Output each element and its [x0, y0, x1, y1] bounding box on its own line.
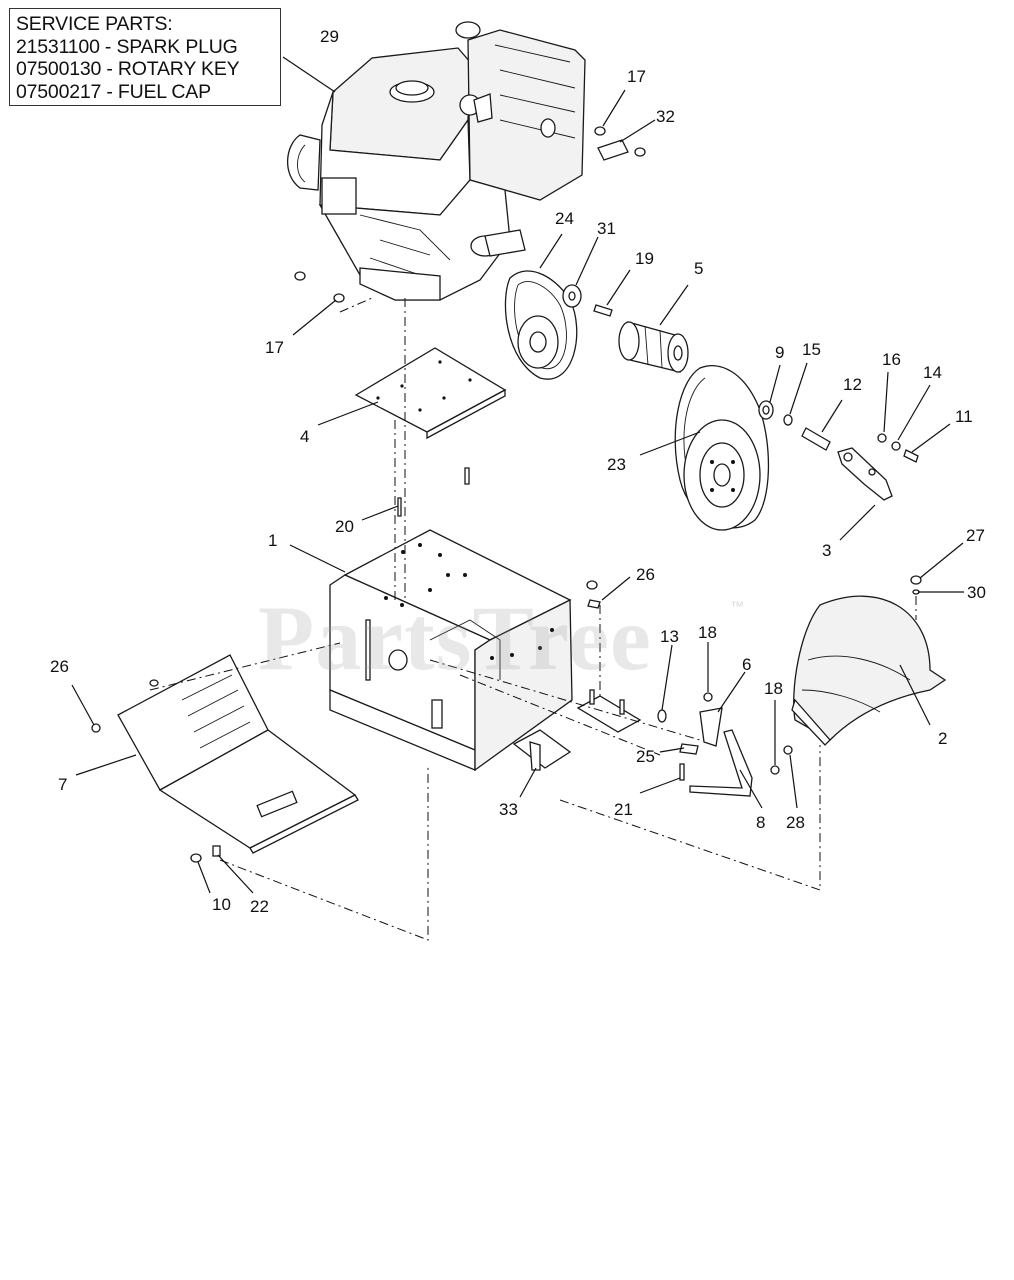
- callout-25: 25: [636, 747, 655, 766]
- callout-6: 6: [742, 655, 751, 674]
- callout-11: 11: [955, 407, 973, 426]
- service-parts-heading: SERVICE PARTS:: [16, 13, 173, 35]
- callout-12: 12: [843, 375, 862, 394]
- spring-part-25[interactable]: [679, 743, 699, 755]
- spring-part-13[interactable]: [657, 709, 667, 723]
- callout-13: 13: [660, 627, 679, 646]
- callout-numbers: 29 17 32 24 31 19 5 17 9 15 16 14 4 12 1…: [50, 27, 986, 916]
- washer-part-15[interactable]: [783, 414, 793, 426]
- callout-24: 24: [555, 209, 574, 228]
- bolt-part-20[interactable]: [397, 467, 470, 517]
- callout-33: 33: [499, 800, 518, 819]
- bracket-part-32[interactable]: [597, 139, 646, 161]
- callout-17-upper: 17: [627, 67, 646, 86]
- idler-bracket-part-3[interactable]: [837, 447, 893, 501]
- belt-part-24[interactable]: [504, 270, 578, 380]
- service-parts-box: SERVICE PARTS: 21531100 - SPARK PLUG 075…: [9, 8, 281, 106]
- bracket-part-33[interactable]: [512, 729, 572, 771]
- nut-part-10[interactable]: [190, 853, 202, 863]
- callout-29: 29: [320, 27, 339, 46]
- screw-part-26-lower[interactable]: [91, 679, 159, 733]
- callout-4: 4: [300, 427, 309, 446]
- callout-19: 19: [635, 249, 654, 268]
- bolt-part-21[interactable]: [679, 763, 685, 781]
- bracket-part-8[interactable]: [689, 729, 753, 797]
- lever-part-6[interactable]: [699, 707, 723, 747]
- nut-part-18-lower[interactable]: [770, 765, 780, 775]
- bolt-part-28[interactable]: [783, 745, 793, 755]
- bearing-part-9[interactable]: [758, 400, 774, 420]
- callout-30: 30: [967, 583, 986, 602]
- screw-part-27[interactable]: [910, 575, 922, 585]
- callout-32: 32: [656, 107, 675, 126]
- callout-3: 3: [822, 541, 831, 560]
- callout-23: 23: [607, 455, 626, 474]
- callout-26-lower: 26: [50, 657, 69, 676]
- service-part-fuel-cap: 07500217 - FUEL CAP: [16, 80, 211, 103]
- callout-20: 20: [335, 517, 354, 536]
- frame-part-1[interactable]: [329, 529, 573, 772]
- callout-8: 8: [756, 813, 765, 832]
- callout-27: 27: [966, 526, 985, 545]
- callout-7: 7: [58, 775, 67, 794]
- callout-5: 5: [694, 259, 703, 278]
- callout-9: 9: [775, 343, 784, 362]
- key-part-19[interactable]: [593, 304, 613, 317]
- bolt-part-11[interactable]: [903, 449, 919, 463]
- callout-14: 14: [923, 363, 942, 382]
- callout-16: 16: [882, 350, 901, 369]
- callout-22: 22: [250, 897, 269, 916]
- callout-18-upper: 18: [698, 623, 717, 642]
- callout-31: 31: [597, 219, 616, 238]
- callout-21: 21: [614, 800, 633, 819]
- callout-15: 15: [802, 340, 821, 359]
- callout-18-lower: 18: [764, 679, 783, 698]
- leader-lines: [71, 56, 964, 894]
- callout-10: 10: [212, 895, 231, 914]
- service-part-rotary-key: 07500130 - ROTARY KEY: [16, 58, 240, 80]
- nut-part-17-upper[interactable]: [594, 126, 606, 136]
- callout-28: 28: [786, 813, 805, 832]
- callout-26-upper: 26: [636, 565, 655, 584]
- nut-part-17-lower[interactable]: [294, 271, 345, 303]
- nut-part-18-upper[interactable]: [703, 692, 713, 702]
- engine-plate-part-4[interactable]: [354, 347, 507, 440]
- callout-17-lower: 17: [265, 338, 284, 357]
- bracket-part-22[interactable]: [212, 845, 221, 857]
- service-part-spark-plug: 21531100 - SPARK PLUG: [16, 35, 238, 58]
- engine-part-29[interactable]: [287, 21, 586, 301]
- washer-part-14[interactable]: [891, 441, 901, 451]
- washer-part-31[interactable]: [562, 284, 582, 308]
- pulley-part-5[interactable]: [618, 321, 689, 373]
- callout-1: 1: [268, 531, 277, 550]
- belt-cover-part-2[interactable]: [791, 595, 947, 746]
- assembly-lines: [149, 297, 917, 941]
- nut-part-16[interactable]: [877, 433, 887, 443]
- shield-part-7[interactable]: [117, 654, 359, 854]
- spacer-part-12[interactable]: [801, 427, 831, 451]
- callout-2: 2: [938, 729, 947, 748]
- pulley-part-23[interactable]: [674, 365, 770, 531]
- pin-part-26-upper[interactable]: [586, 580, 601, 609]
- mount-plate[interactable]: [576, 689, 642, 733]
